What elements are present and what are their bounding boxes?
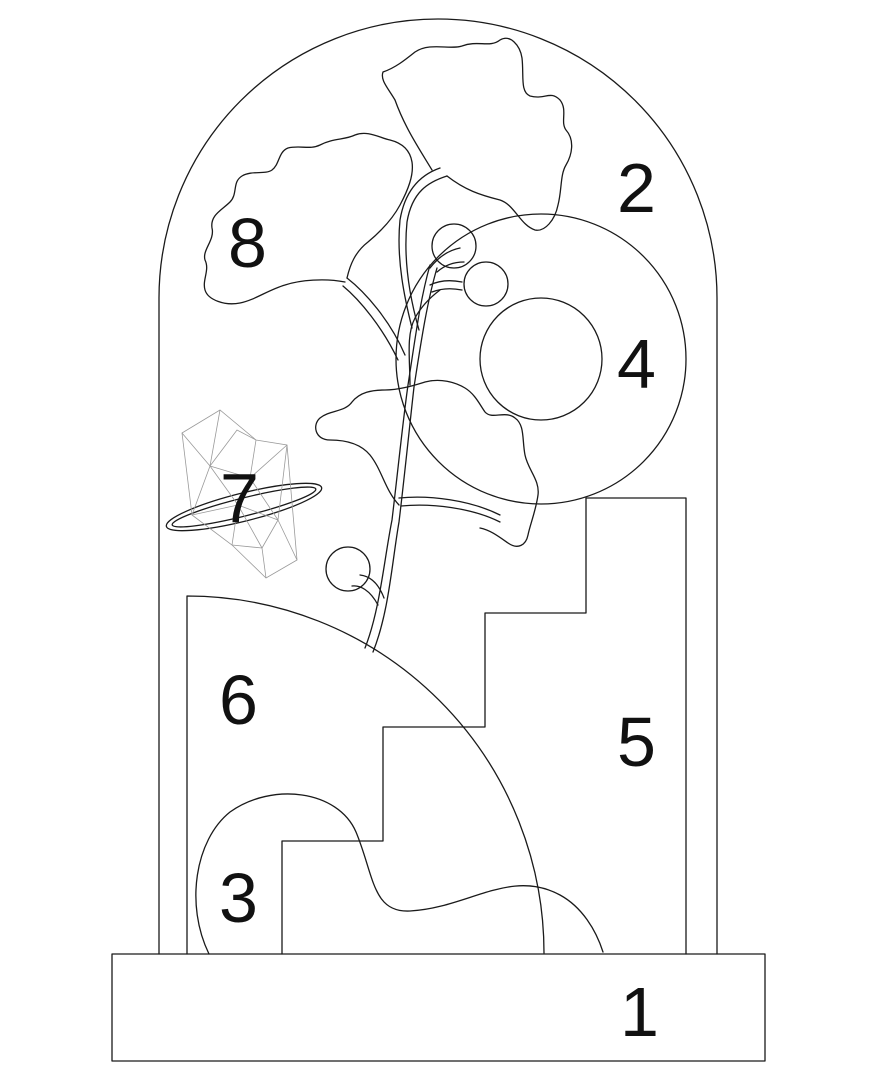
ginkgo-leaf-left <box>203 132 414 305</box>
zone-label-1: 1 <box>620 973 659 1051</box>
outer-ring <box>395 213 687 505</box>
seed-pod-2 <box>463 261 509 307</box>
inner-ring <box>479 297 603 421</box>
arch-frame <box>158 18 718 955</box>
crystal-facets <box>181 409 298 579</box>
seed-pod-3 <box>325 546 371 592</box>
crystal-orbit-back <box>165 482 323 532</box>
base-block <box>111 953 766 1062</box>
zone-label-8: 8 <box>228 204 267 282</box>
zone-label-2: 2 <box>617 149 656 227</box>
crystal-orbit-inner <box>171 486 317 528</box>
seed-pod-1 <box>431 223 477 269</box>
ginkgo-leaf-top <box>381 37 573 231</box>
ginkgo-branch <box>342 167 501 653</box>
crystal-shape <box>165 409 323 579</box>
quarter-circle-shape <box>186 595 545 955</box>
zone-label-4: 4 <box>617 325 656 403</box>
zone-label-5: 5 <box>617 703 656 781</box>
zone-label-3: 3 <box>219 859 258 937</box>
zone-label-7: 7 <box>220 459 259 537</box>
ginkgo-leaf-inner <box>408 289 441 386</box>
zone-label-6: 6 <box>219 661 258 739</box>
staircase-shape <box>281 497 687 955</box>
wave-shape <box>195 793 604 955</box>
ginkgo-leaf-middle <box>315 379 539 547</box>
